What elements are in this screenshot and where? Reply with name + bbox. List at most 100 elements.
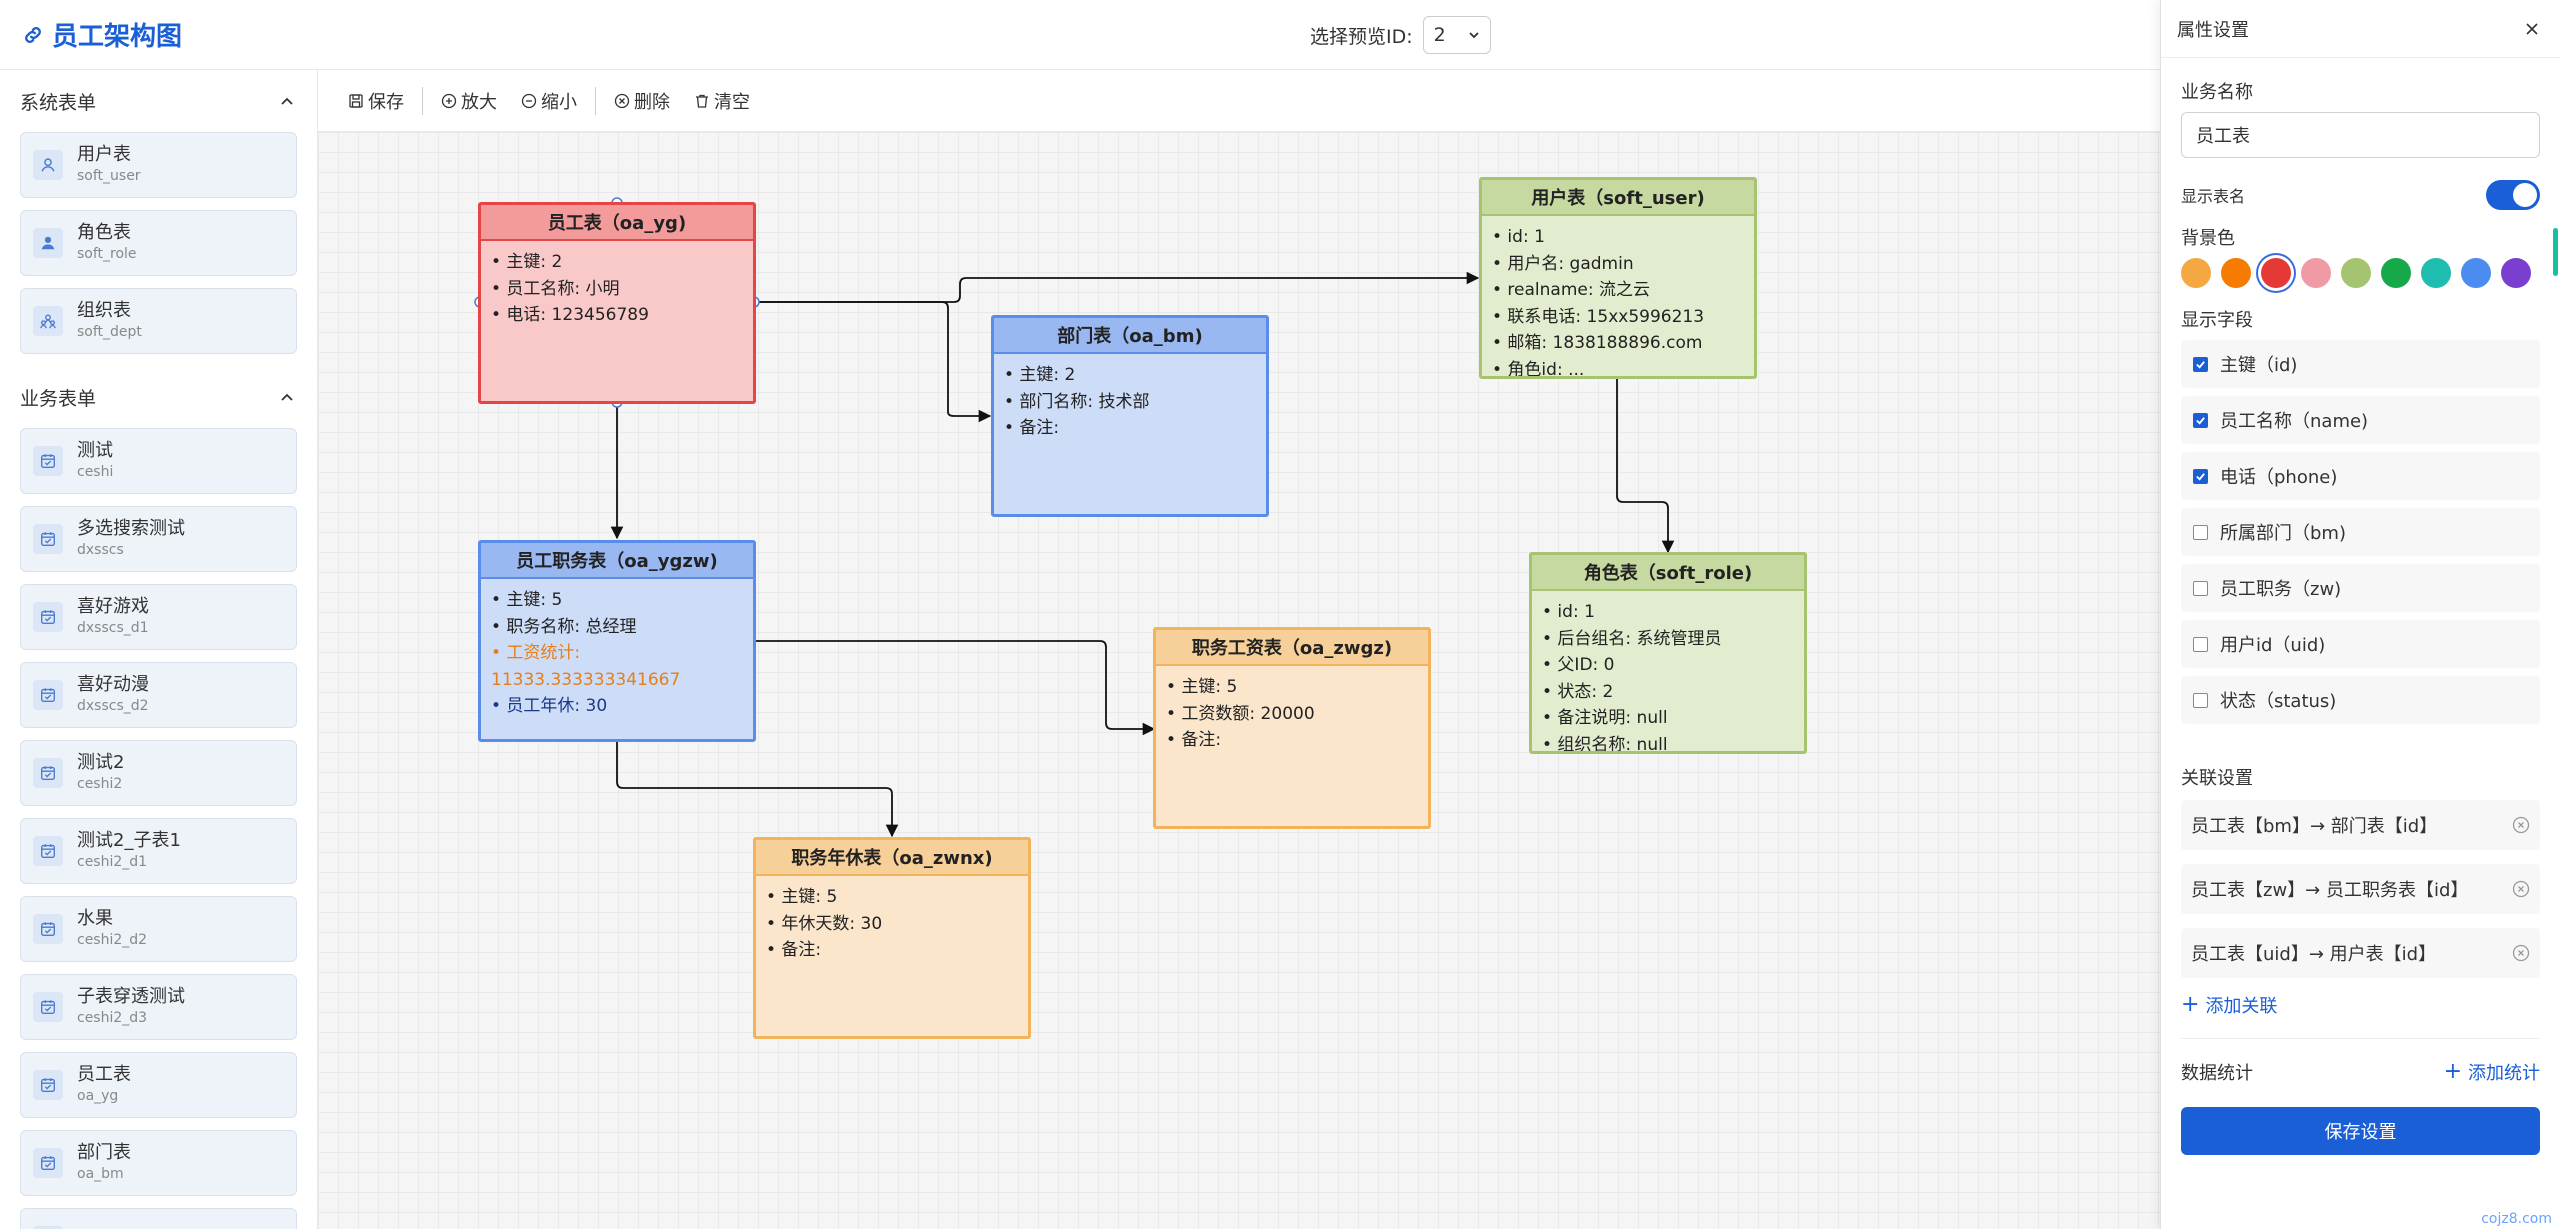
- node-title: 职务年休表（oa_zwnx): [756, 840, 1028, 876]
- node-oa-ygzw[interactable]: 员工职务表（oa_ygzw) • 主键: 5 • 职务名称: 总经理 • 工资统…: [478, 540, 756, 742]
- save-settings-button[interactable]: 保存设置: [2181, 1107, 2540, 1155]
- checkbox[interactable]: [2193, 692, 2208, 708]
- node-field: • 后台组名: 系统管理员: [1542, 628, 1722, 649]
- checkbox[interactable]: [2193, 468, 2208, 484]
- sidebar-item-business[interactable]: 员工职务表: [20, 1208, 297, 1229]
- color-swatch[interactable]: [2341, 258, 2371, 288]
- node-field: • 主键: 5: [491, 590, 563, 610]
- close-circle-icon[interactable]: [2512, 816, 2530, 834]
- display-field-item[interactable]: 员工职务（zw): [2181, 564, 2540, 612]
- preview-id-select[interactable]: 2: [1422, 16, 1491, 54]
- node-oa-bm[interactable]: 部门表（oa_bm) • 主键: 2 • 部门名称: 技术部 • 备注:: [991, 315, 1269, 517]
- node-field: • realname: 流之云: [1492, 280, 1650, 300]
- system-forms-title: 系统表单: [20, 91, 97, 114]
- business-name-value: 员工表: [2196, 126, 2250, 147]
- color-swatch[interactable]: [2421, 258, 2451, 288]
- add-stats-button[interactable]: + 添加统计: [2444, 1059, 2540, 1085]
- edge-yg-to-user: [754, 271, 1480, 303]
- business-forms-header[interactable]: 业务表单: [0, 366, 317, 428]
- node-field: • 联系电话: 15xx5996213: [1492, 306, 1705, 327]
- sidebar-item-label: 用户表: [77, 144, 131, 165]
- business-forms-title: 业务表单: [20, 387, 97, 410]
- show-table-name-toggle[interactable]: [2486, 180, 2540, 210]
- edge-yg-to-bm: [754, 301, 992, 423]
- display-field-item[interactable]: 用户id（uid): [2181, 620, 2540, 668]
- color-swatch[interactable]: [2261, 258, 2291, 288]
- delete-button[interactable]: 删除: [602, 88, 682, 114]
- color-swatch[interactable]: [2381, 258, 2411, 288]
- close-circle-icon[interactable]: [2512, 944, 2530, 962]
- add-relation-button[interactable]: + 添加关联: [2181, 992, 2540, 1018]
- node-fields: • 主键: 5 • 年休天数: 30 • 备注:: [756, 876, 1028, 972]
- node-oa-yg[interactable]: 员工表（oa_yg) • 主键: 2 • 员工名称: 小明 • 电话: 1234…: [478, 202, 756, 404]
- checkbox[interactable]: [2193, 524, 2208, 540]
- checkbox[interactable]: [2193, 580, 2208, 596]
- plus-icon: +: [2443, 1059, 2462, 1084]
- display-field-item[interactable]: 员工名称（name): [2181, 396, 2540, 444]
- panel-header: 属性设置: [2161, 0, 2560, 58]
- checkbox[interactable]: [2193, 412, 2208, 428]
- node-oa-zwgz[interactable]: 职务工资表（oa_zwgz) • 主键: 5 • 工资数额: 20000 • 备…: [1153, 627, 1431, 829]
- chevron-down-icon: [1469, 32, 1479, 39]
- close-icon[interactable]: [2524, 21, 2540, 37]
- color-swatch[interactable]: [2301, 258, 2331, 288]
- sidebar-item-code: soft_dept: [77, 324, 142, 340]
- business-name-input[interactable]: 员工表: [2181, 112, 2540, 158]
- field-label: 用户id（uid): [2220, 635, 2326, 656]
- sidebar-item-label: 角色表: [77, 222, 131, 243]
- color-swatch[interactable]: [2461, 258, 2491, 288]
- relation-text: 员工表【uid】→ 用户表【id】: [2191, 944, 2437, 965]
- node-field: • 角色id: ...: [1492, 359, 1585, 379]
- form-icon: [33, 1070, 63, 1100]
- relation-item: 员工表【uid】→ 用户表【id】: [2181, 928, 2540, 978]
- checkbox[interactable]: [2193, 356, 2208, 372]
- system-forms-header[interactable]: 系统表单: [0, 70, 317, 132]
- display-field-item[interactable]: 状态（status): [2181, 676, 2540, 724]
- display-field-item[interactable]: 电话（phone): [2181, 452, 2540, 500]
- delete-label: 删除: [634, 91, 670, 113]
- form-icon: [33, 524, 63, 554]
- zoom-out-button[interactable]: 缩小: [509, 88, 589, 114]
- save-button[interactable]: 保存: [336, 88, 416, 114]
- color-swatch[interactable]: [2181, 258, 2211, 288]
- node-fields: • 主键: 5 • 职务名称: 总经理 • 工资统计: 11333.333333…: [481, 579, 753, 728]
- color-swatch[interactable]: [2501, 258, 2531, 288]
- checkbox[interactable]: [2193, 636, 2208, 652]
- display-field-item[interactable]: 所属部门（bm): [2181, 508, 2540, 556]
- preview-id-value: 2: [1433, 24, 1446, 46]
- node-field: • 邮箱: 1838188896.com: [1492, 333, 1703, 353]
- clear-button[interactable]: 清空: [682, 88, 762, 114]
- diagram-canvas[interactable]: 员工表（oa_yg) • 主键: 2 • 员工名称: 小明 • 电话: 1234…: [318, 132, 2160, 1229]
- node-oa-zwnx[interactable]: 职务年休表（oa_zwnx) • 主键: 5 • 年休天数: 30 • 备注:: [753, 837, 1031, 1039]
- zoom-in-button[interactable]: 放大: [429, 88, 509, 114]
- panel-scrollbar[interactable]: [2553, 228, 2558, 276]
- edge-ygzw-to-zwnx: [616, 740, 899, 838]
- sidebar-item-code: oa_bm: [77, 1166, 124, 1182]
- zoom-out-label: 缩小: [541, 91, 577, 113]
- properties-panel: 属性设置 业务名称 员工表 显示表名 背景色 显示字段 主键（id)员工名称（n…: [2160, 0, 2560, 1229]
- node-soft-user[interactable]: 用户表（soft_user) • id: 1 • 用户名: gadmin • r…: [1479, 177, 1757, 379]
- node-soft-role[interactable]: 角色表（soft_role) • id: 1 • 后台组名: 系统管理员 • 父…: [1529, 552, 1807, 754]
- display-field-item[interactable]: 主键（id): [2181, 340, 2540, 388]
- node-field: • 用户名: gadmin: [1492, 253, 1634, 274]
- field-label: 员工名称（name): [2220, 411, 2369, 432]
- relation-settings-label: 关联设置: [2181, 768, 2253, 789]
- color-swatch[interactable]: [2221, 258, 2251, 288]
- close-circle-icon[interactable]: [2512, 880, 2530, 898]
- node-field: • 状态: 2: [1542, 681, 1614, 702]
- node-field: • 备注说明: null: [1542, 708, 1668, 728]
